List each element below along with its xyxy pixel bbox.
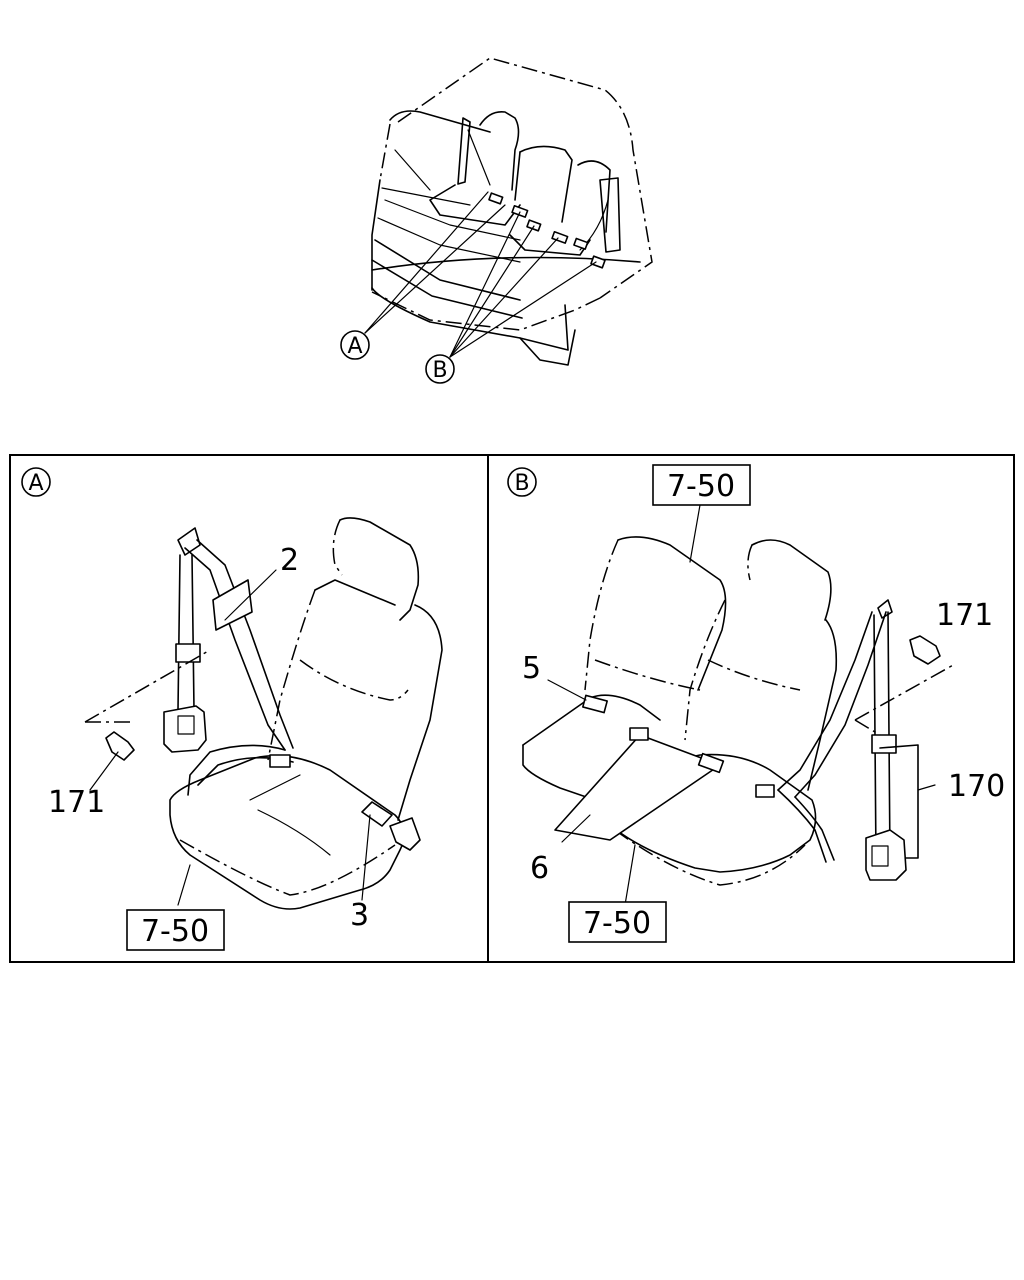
panel-a-ref-label: 7-50: [141, 914, 209, 949]
panel-a-label-171: 171: [48, 785, 105, 820]
cab-overview: A B: [340, 57, 653, 384]
panel-b-tag-circle: [507, 467, 537, 497]
callout-a-label: A: [347, 334, 362, 359]
panel-a-ref-box: [126, 909, 225, 951]
panel-b-ref-top-box: [652, 464, 751, 506]
panel-b-label-5: 5: [522, 651, 541, 686]
panel-b-label-170: 170: [948, 769, 1005, 804]
panel-b-label-171: 171: [936, 598, 993, 633]
callout-b-label: B: [432, 358, 447, 383]
panel-a: A: [21, 467, 443, 951]
callout-a-circle: [340, 330, 370, 360]
callout-b-circle: [425, 354, 455, 384]
panel-b: B: [507, 464, 1005, 943]
panel-a-tag-circle: [21, 467, 51, 497]
panel-b-tag: B: [514, 471, 529, 496]
panel-b-label-6: 6: [530, 851, 549, 886]
panel-b-ref-top-label: 7-50: [667, 469, 735, 504]
panel-b-ref-bottom-label: 7-50: [583, 906, 651, 941]
panel-b-ref-bottom-box: [568, 901, 667, 943]
panel-a-label-2: 2: [280, 543, 299, 578]
panel-a-label-3: 3: [350, 898, 369, 933]
detail-frame: [9, 454, 1015, 963]
panel-a-tag: A: [28, 471, 43, 496]
